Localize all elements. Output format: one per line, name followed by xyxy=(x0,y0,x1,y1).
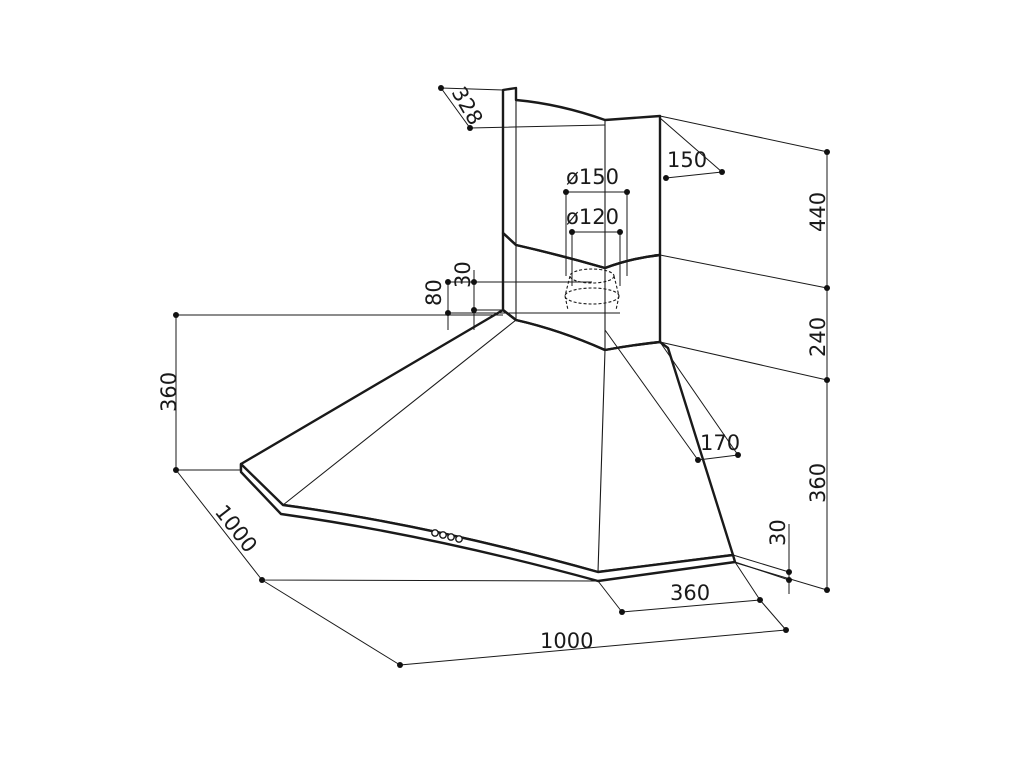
dimension-240: 240 xyxy=(806,317,830,357)
canopy-rim xyxy=(239,462,737,583)
dimension-30-right: 30 xyxy=(766,519,790,546)
outlet-collar xyxy=(564,268,620,311)
dimension-1000-left: 1000 xyxy=(210,500,262,557)
dimension-360-left: 360 xyxy=(157,372,181,412)
dimension-360-bottom: 360 xyxy=(670,581,710,605)
dimension-440: 440 xyxy=(806,192,830,232)
control-button xyxy=(455,535,463,543)
dimension-lines xyxy=(175,87,829,666)
control-button xyxy=(447,533,455,541)
dimension-dia150: ø150 xyxy=(566,165,619,189)
dimension-170: 170 xyxy=(700,431,740,455)
dimension-labels: 328 150 ø150 ø120 440 240 360 30 170 30 … xyxy=(157,83,830,654)
control-button xyxy=(431,529,439,537)
hood-body xyxy=(239,86,737,583)
lower-chimney xyxy=(501,231,662,352)
dimension-dia120: ø120 xyxy=(566,205,619,229)
dimension-1000-bottom: 1000 xyxy=(540,629,593,653)
dimension-30-left: 30 xyxy=(451,261,475,288)
dimension-dots xyxy=(173,85,830,668)
lower-chimney-edges xyxy=(515,245,606,350)
control-buttons xyxy=(431,529,463,543)
dimension-80: 80 xyxy=(422,279,446,306)
control-button xyxy=(439,531,447,539)
dimension-150-top: 150 xyxy=(667,148,707,172)
dimension-360-right: 360 xyxy=(806,463,830,503)
canopy-fold-lines xyxy=(240,309,734,573)
canopy xyxy=(239,308,735,574)
upper-chimney-edges xyxy=(502,90,606,268)
